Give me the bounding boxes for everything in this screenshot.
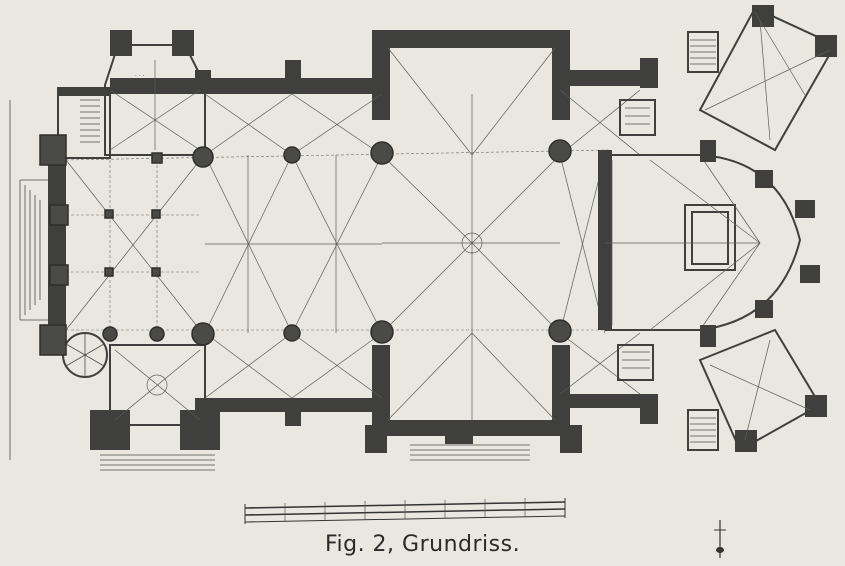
south-transept-steps (410, 444, 530, 461)
svg-text:· · ·: · · · (135, 73, 145, 80)
figure-caption: Fig. 2, Grundriss. (324, 532, 521, 557)
south-west-chapel (62, 332, 220, 450)
scale-bar-icon (244, 498, 566, 524)
west-steps (9, 100, 48, 460)
piers (39, 134, 572, 356)
north-east-sacristy (698, 5, 837, 152)
north-west-stair (57, 87, 111, 159)
north-east-stairs (619, 31, 719, 136)
choir (598, 140, 820, 347)
outer-walls (48, 30, 658, 453)
south-west-steps (100, 454, 215, 471)
north-arrow-icon (714, 520, 726, 558)
south-east-sacristy (617, 328, 827, 452)
